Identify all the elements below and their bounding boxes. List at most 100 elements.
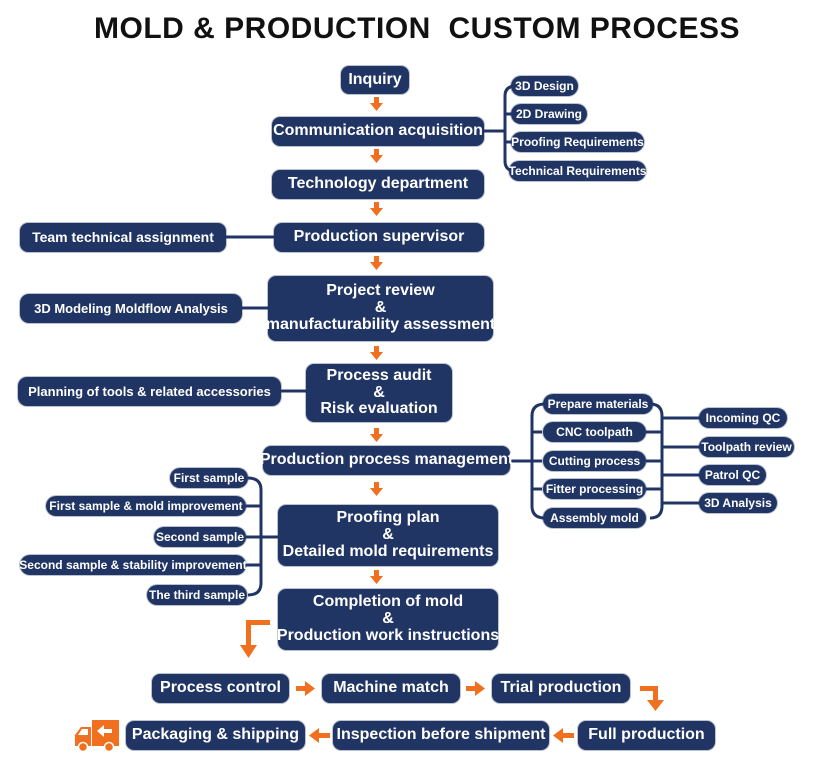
arrow-right	[296, 681, 315, 696]
communication-acquisition-step: Communication acquisition	[272, 117, 484, 146]
flow-arrows	[240, 97, 664, 743]
step-label: Inquiry	[348, 70, 402, 88]
qc-label: Incoming QC	[705, 410, 781, 425]
sample-label: Second sample	[155, 529, 245, 544]
step-label: &	[374, 299, 387, 317]
arrow-down	[370, 428, 383, 442]
qc-patrol: Patrol QC	[699, 465, 766, 485]
step-label: Packaging & shipping	[131, 726, 300, 744]
branch-label: 2D Drawing	[515, 106, 582, 121]
branch-3d-design: 3D Design	[511, 76, 578, 96]
team-technical-assignment: Team technical assignment	[20, 223, 226, 252]
arrow-down	[370, 149, 383, 163]
arrow-down	[370, 97, 383, 111]
side-label: Planning of tools & related accessories	[28, 383, 271, 399]
branch-technical-requirements: Technical Requirements	[509, 161, 646, 181]
connector-line	[646, 430, 662, 491]
pm-step-label: Assembly mold	[550, 510, 639, 525]
sample-second-stability-improvement: Second sample & stability improvement	[19, 555, 247, 575]
page-title: MOLD & PRODUCTION CUSTOM PROCESS	[94, 12, 740, 45]
sample-label: First sample	[173, 470, 245, 485]
delivery-truck-icon	[75, 720, 119, 753]
step-label: Risk evaluation	[320, 400, 438, 418]
arrow-left	[553, 728, 574, 743]
qc-toolpath-review: Toolpath review	[699, 437, 794, 457]
qc-3d-analysis: 3D Analysis	[699, 493, 777, 513]
step-label: &	[382, 526, 394, 544]
connector-line	[246, 504, 261, 567]
production-process-management-step: Production process management	[259, 446, 514, 475]
step-label: Technology department	[287, 175, 469, 193]
packaging-shipping-step: Packaging & shipping	[126, 721, 305, 750]
step-label: Production supervisor	[293, 228, 465, 246]
branch-label: 3D Design	[515, 78, 574, 93]
inquiry-step: Inquiry	[341, 66, 409, 94]
arrow-down	[370, 570, 383, 584]
step-label: Full production	[588, 726, 705, 744]
step-label: Production process management	[259, 451, 514, 469]
arrow-down	[370, 346, 383, 360]
connector-line	[662, 416, 700, 505]
completion-of-mold-step: Completion of mold & Production work ins…	[276, 589, 500, 650]
step-label: Production work instructions	[276, 626, 500, 644]
production-supervisor-step: Production supervisor	[274, 223, 484, 252]
arrow-down	[370, 482, 383, 496]
side-label: 3D Modeling Moldflow Analysis	[34, 300, 228, 316]
connector-line	[532, 430, 542, 491]
step-label: Communication acquisition	[273, 122, 483, 140]
pm-step-label: Cutting process	[548, 453, 641, 468]
pm-step-assembly-mold: Assembly mold	[543, 508, 646, 528]
machine-match-step: Machine match	[322, 674, 460, 703]
arrow-left	[309, 728, 330, 743]
step-label: Project review	[326, 282, 435, 300]
proofing-plan-step: Proofing plan & Detailed mold requiremen…	[278, 505, 498, 566]
qc-label: Patrol QC	[704, 467, 761, 482]
arrow-right	[466, 681, 485, 696]
qc-incoming: Incoming QC	[699, 408, 787, 428]
step-label: Machine match	[333, 679, 449, 697]
qc-label: 3D Analysis	[704, 495, 772, 510]
pm-step-label: Prepare materials	[547, 396, 649, 411]
pm-step-label: Fitter processing	[545, 481, 644, 496]
arrow-elbow	[240, 620, 270, 658]
pm-step-prepare-materials: Prepare materials	[543, 394, 653, 414]
inspection-before-shipment-step: Inspection before shipment	[333, 721, 549, 750]
sample-first-mold-improvement: First sample & mold improvement	[46, 496, 246, 516]
arrow-elbow	[640, 686, 664, 711]
arrow-down	[370, 256, 383, 270]
branch-proofing-requirements: Proofing Requirements	[511, 132, 644, 152]
pm-step-fitter-processing: Fitter processing	[543, 479, 646, 499]
process-control-step: Process control	[152, 674, 289, 703]
moldflow-analysis: 3D Modeling Moldflow Analysis	[20, 294, 242, 323]
step-label: Process control	[160, 679, 281, 697]
sample-label: First sample & mold improvement	[49, 498, 243, 513]
branch-label: Proofing Requirements	[511, 134, 644, 149]
step-label: manufacturability assessment	[265, 315, 496, 333]
trial-production-step: Trial production	[492, 674, 630, 703]
planning-of-tools: Planning of tools & related accessories	[18, 377, 281, 406]
step-label: Inspection before shipment	[336, 726, 546, 744]
connector-line	[505, 112, 512, 144]
project-review-step: Project review & manufacturability asses…	[265, 276, 496, 341]
step-label: &	[373, 383, 385, 401]
step-label: Process audit	[326, 366, 432, 384]
step-label: Detailed mold requirements	[282, 542, 494, 560]
sample-label: Second sample & stability improvement	[19, 557, 247, 572]
step-label: Completion of mold	[312, 593, 464, 611]
sample-first: First sample	[170, 468, 248, 488]
pm-step-cutting-process: Cutting process	[543, 451, 646, 471]
branch-label: Technical Requirements	[508, 163, 647, 178]
pm-step-label: CNC toolpath	[556, 424, 633, 439]
sample-second: Second sample	[154, 527, 246, 547]
qc-label: Toolpath review	[701, 439, 792, 454]
connector-line	[503, 84, 517, 173]
full-production-step: Full production	[578, 721, 715, 750]
sample-label: The third sample	[148, 587, 246, 602]
sample-third: The third sample	[147, 585, 247, 605]
branch-2d-drawing: 2D Drawing	[511, 104, 587, 124]
pm-step-cnc-toolpath: CNC toolpath	[543, 422, 646, 442]
technology-department-step: Technology department	[272, 170, 484, 199]
process-audit-step: Process audit & Risk evaluation	[306, 364, 452, 422]
step-label: &	[382, 610, 394, 628]
